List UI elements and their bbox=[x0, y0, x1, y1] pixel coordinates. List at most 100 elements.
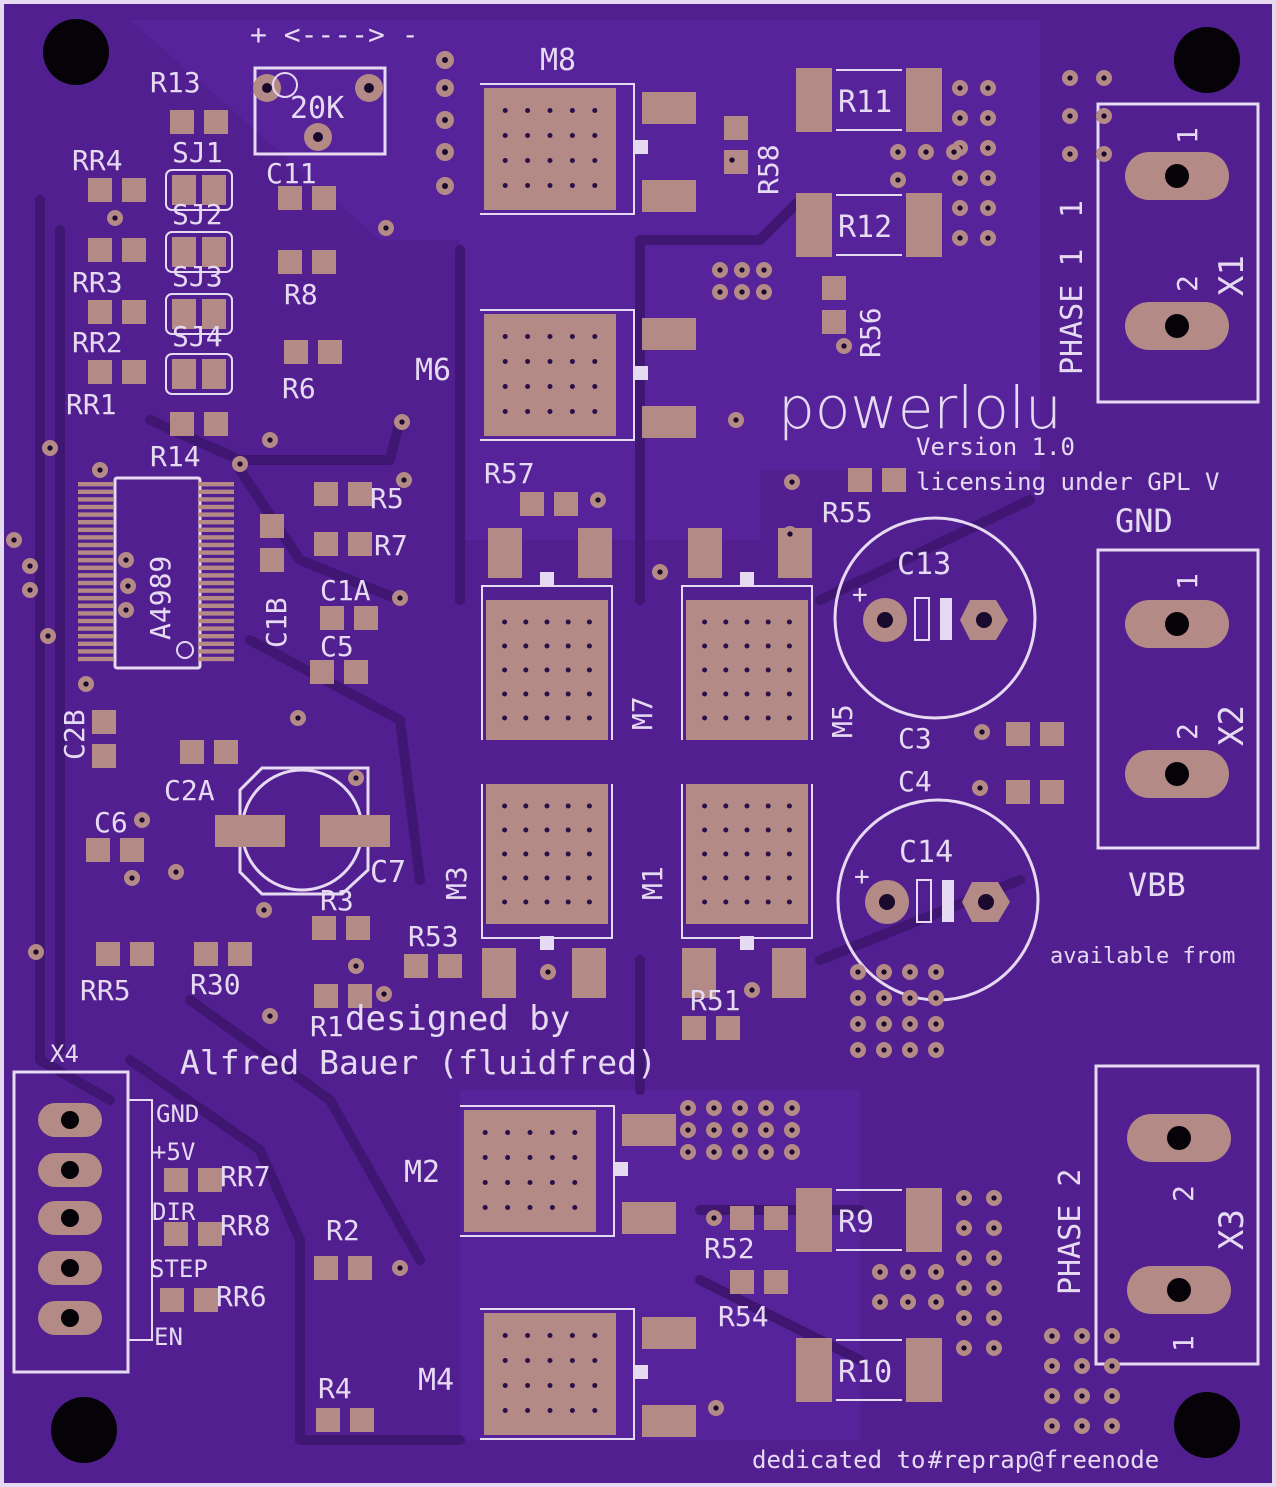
label-r51: R51 bbox=[690, 984, 741, 1017]
smd-c5: C5 bbox=[310, 630, 368, 684]
label-r30: R30 bbox=[190, 968, 241, 1001]
ic-pin bbox=[78, 512, 114, 517]
label-sj3: SJ3 bbox=[172, 260, 223, 293]
smd-c4: C4 bbox=[898, 765, 1064, 804]
label-m2: M2 bbox=[404, 1155, 440, 1190]
label-r1: R1 bbox=[310, 1010, 344, 1043]
label-c4: C4 bbox=[898, 765, 932, 798]
label-r57: R57 bbox=[484, 457, 535, 490]
ic-pin bbox=[198, 565, 234, 570]
label-c3: C3 bbox=[898, 722, 932, 755]
x2-gnd-label: GND bbox=[1115, 502, 1173, 540]
smd-rr4: RR4 bbox=[72, 144, 146, 202]
x4-pin-en: EN bbox=[154, 1323, 183, 1351]
board-version: Version 1.0 bbox=[916, 433, 1075, 461]
ic-pin bbox=[78, 656, 114, 662]
label-c5: C5 bbox=[320, 630, 354, 663]
label-c2a: C2A bbox=[164, 774, 215, 807]
label-r2: R2 bbox=[326, 1214, 360, 1247]
label-r4: R4 bbox=[318, 1372, 352, 1405]
x4-pin-dir: DIR bbox=[152, 1198, 196, 1226]
ic-pin bbox=[78, 527, 114, 532]
jumper-sj3[interactable]: SJ3 bbox=[165, 260, 233, 335]
mounting-hole-top-right bbox=[1174, 27, 1240, 93]
smd-r53: R53 bbox=[404, 920, 462, 978]
dedicated-to-label: #reprap@freenode bbox=[928, 1446, 1159, 1474]
ic-pin bbox=[78, 573, 114, 578]
connector-x4[interactable]: X4 GND +5V DIR STEP EN bbox=[12, 1040, 208, 1374]
label-r7: R7 bbox=[374, 529, 408, 562]
label-rr7: RR7 bbox=[220, 1160, 271, 1193]
connector-x3[interactable]: 2 1 X3 PHASE 2 bbox=[1053, 1064, 1260, 1366]
smd-rr6: RR6 bbox=[160, 1280, 267, 1313]
jumper-sj2[interactable]: SJ2 bbox=[165, 198, 233, 273]
label-c11: C11 bbox=[266, 157, 317, 190]
smd-c6: C6 bbox=[86, 806, 144, 862]
ic-label: A4989 bbox=[144, 556, 177, 640]
label-r6: R6 bbox=[282, 372, 316, 405]
resistor-r12: R12 bbox=[796, 193, 942, 257]
mosfet-m6: M6 bbox=[415, 309, 696, 441]
ic-pin bbox=[198, 497, 234, 502]
mosfet-m4: M4 bbox=[418, 1308, 696, 1440]
connector-x2[interactable]: 1 2 X2 GND VBB bbox=[1096, 502, 1260, 904]
label-c2b: C2B bbox=[58, 709, 91, 760]
label-sj2: SJ2 bbox=[172, 198, 223, 231]
connector-x1[interactable]: 1 2 X1 PHASE 1 1 bbox=[1055, 102, 1260, 404]
smd-r57: R57 bbox=[484, 457, 578, 516]
ic-pin bbox=[78, 550, 114, 555]
label-rr1: RR1 bbox=[66, 388, 117, 421]
board-license: licensing under GPL V bbox=[916, 468, 1219, 496]
mounting-hole-bottom-right bbox=[1174, 1392, 1240, 1458]
label-rr8: RR8 bbox=[220, 1209, 271, 1242]
ic-pin bbox=[78, 626, 114, 631]
label-c6: C6 bbox=[94, 806, 128, 839]
smd-c11: C11 bbox=[266, 157, 336, 210]
smd-r54: R54 bbox=[718, 1270, 788, 1333]
smd-c1b: C1B bbox=[260, 514, 293, 648]
smd-r51: R51 bbox=[682, 984, 741, 1040]
ic-a4989: A4989 bbox=[78, 476, 234, 670]
mounting-hole-top-left bbox=[43, 19, 109, 85]
x1-label-num: 1 bbox=[1055, 200, 1090, 218]
jumper-sj4[interactable]: SJ4 bbox=[165, 320, 233, 395]
label-c7: C7 bbox=[370, 855, 406, 890]
ic-pins-left bbox=[78, 482, 114, 662]
smd-c2a: C2A bbox=[164, 740, 238, 807]
label-c14: C14 bbox=[899, 835, 953, 870]
ic-pin bbox=[78, 482, 114, 487]
x1-name: X1 bbox=[1212, 255, 1252, 296]
label-sj1: SJ1 bbox=[172, 136, 223, 169]
x2-pin2: 2 bbox=[1171, 723, 1204, 740]
ic-pin bbox=[78, 641, 114, 646]
label-r12: R12 bbox=[838, 210, 892, 245]
ic-pin bbox=[78, 489, 114, 494]
label-c1b: C1B bbox=[260, 597, 293, 648]
ic-pin bbox=[198, 641, 234, 646]
label-r9: R9 bbox=[838, 1205, 874, 1240]
pot-value-label: 20K bbox=[290, 91, 344, 126]
ic-pin bbox=[78, 649, 114, 654]
label-m1: M1 bbox=[636, 866, 669, 900]
smd-c2b: C2B bbox=[58, 709, 116, 768]
smd-r5: R5 bbox=[314, 482, 404, 515]
ic-pin bbox=[78, 618, 114, 624]
label-m6: M6 bbox=[415, 353, 451, 388]
jumper-sj1[interactable]: SJ1 bbox=[165, 136, 233, 211]
ic-pin bbox=[78, 504, 114, 510]
label-m8: M8 bbox=[540, 43, 576, 78]
ic-pin bbox=[198, 482, 234, 487]
label-r5: R5 bbox=[370, 482, 404, 515]
label-m4: M4 bbox=[418, 1363, 454, 1398]
smd-r55: R55 bbox=[822, 468, 906, 529]
ic-pin bbox=[78, 580, 114, 586]
label-r11: R11 bbox=[838, 85, 892, 120]
ic-pin bbox=[198, 504, 234, 510]
mounting-hole-bottom-left bbox=[51, 1397, 117, 1463]
label-m3: M3 bbox=[440, 866, 473, 900]
ic-pin bbox=[198, 535, 234, 540]
ic-pin bbox=[78, 596, 114, 601]
